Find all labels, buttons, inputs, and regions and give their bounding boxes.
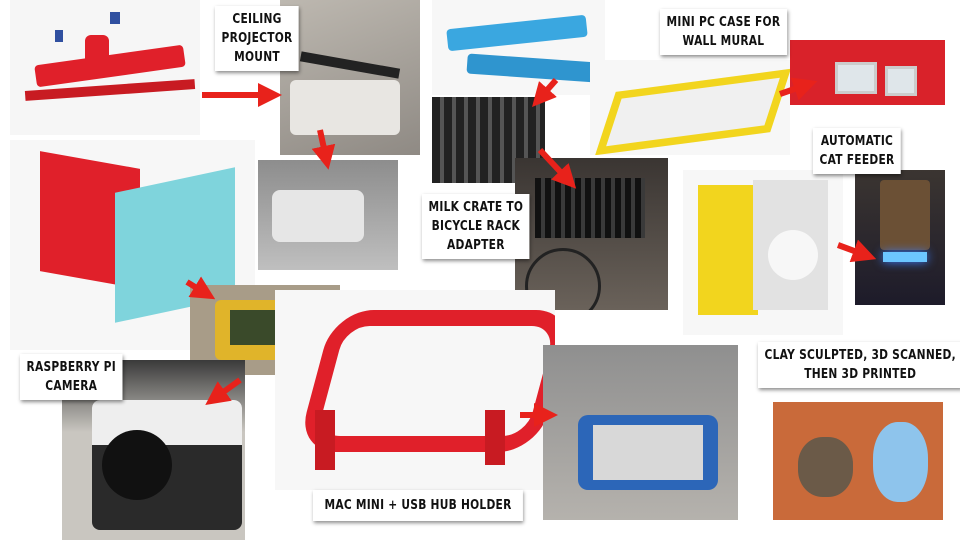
label-mini-pc-case: MINI PC CASE FOR WALL MURAL [660,9,787,55]
label-milk-crate-adapter: MILK CRATE TO BICYCLE RACK ADAPTER [422,194,530,259]
label-clay-sculpted: CLAY SCULPTED, 3D SCANNED, THEN 3D PRINT… [758,342,960,388]
milk-crate-adapter-render [432,0,605,95]
label-cat-feeder: AUTOMATIC CAT FEEDER [813,128,901,174]
wall-mural-photo [790,40,945,105]
label-raspberry-pi-camera: RASPBERRY PI CAMERA [20,354,123,400]
projector-mount-photo [280,0,420,155]
label-ceiling-projector-mount: CEILING PROJECTOR MOUNT [215,6,300,71]
bicycle-crate-photo [515,158,668,310]
cat-feeder-render [683,170,843,335]
mac-mini-photo [543,345,738,520]
mac-mini-holder-render [275,290,555,490]
mini-pc-case-render [590,60,790,155]
pi-camera-photo [62,360,245,540]
projector-installed-photo [258,160,398,270]
clay-print-photo [773,402,943,520]
projector-mount-render [10,0,200,135]
label-mac-mini-holder: MAC MINI + USB HUB HOLDER [313,490,524,521]
cat-feeder-photo [855,170,945,305]
